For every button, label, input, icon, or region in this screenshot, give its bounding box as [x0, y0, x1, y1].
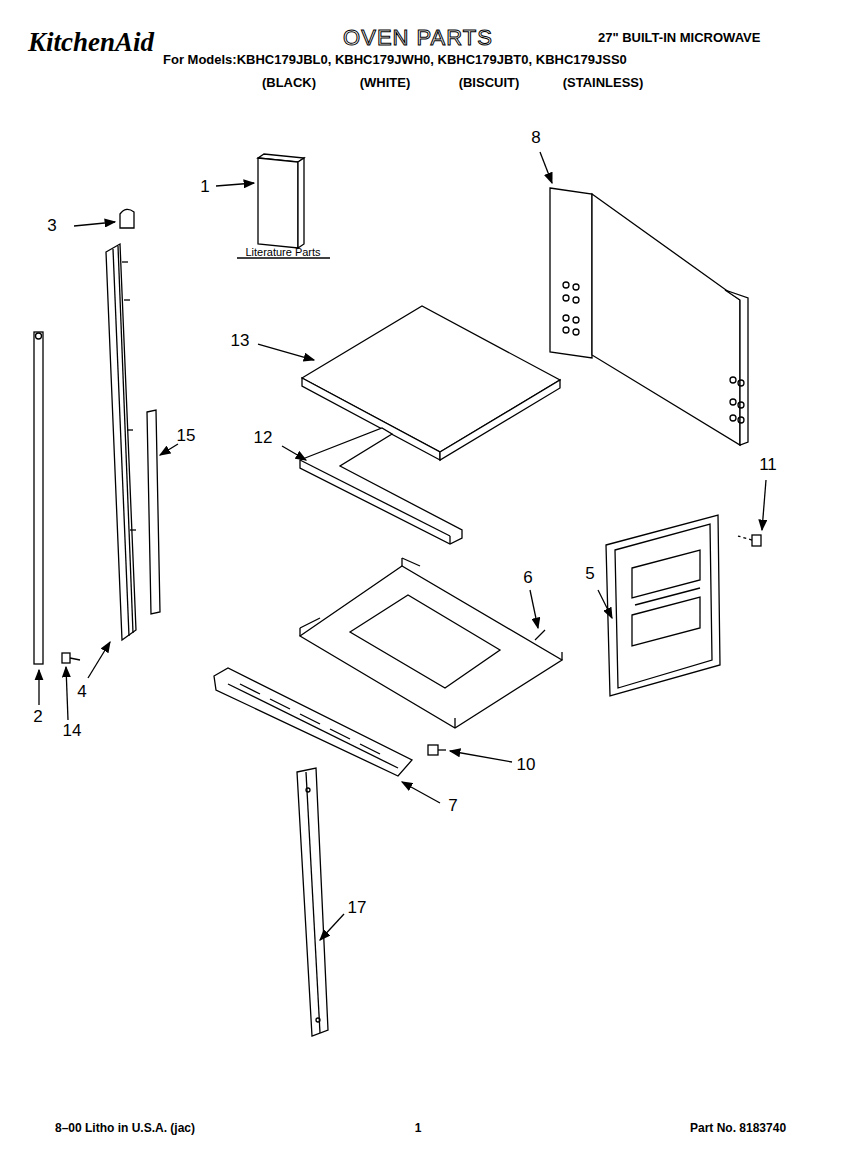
leader-line	[216, 183, 254, 186]
screw	[62, 653, 80, 663]
leader-line	[598, 590, 612, 618]
callout-number: 7	[448, 797, 457, 816]
frame-insulation	[300, 428, 462, 544]
leader-line	[540, 152, 552, 183]
callout-number: 5	[585, 565, 594, 584]
model-list: For Models:KBHC179JBL0, KBHC179JWH0, KBH…	[163, 53, 627, 67]
literature-label: Literature Parts	[245, 246, 320, 258]
trim-strip	[147, 410, 160, 614]
leader-line	[66, 667, 68, 720]
side-trim-channel	[106, 244, 136, 640]
leader-line	[258, 344, 314, 360]
insulation-slab	[302, 306, 560, 460]
rear-panel	[606, 515, 720, 696]
callout-number: 8	[531, 129, 540, 148]
leader-line	[282, 446, 306, 460]
callout-number: 12	[254, 429, 273, 448]
callout-number: 1	[200, 178, 209, 197]
model-color: (WHITE)	[360, 76, 411, 90]
callout-number: 14	[63, 722, 82, 741]
leader-line	[88, 642, 110, 678]
page-number: 1	[415, 1122, 422, 1135]
callout-number: 11	[759, 456, 777, 475]
product-type: 27" BUILT-IN MICROWAVE	[598, 31, 760, 45]
part-number: Part No. 8183740	[690, 1122, 786, 1135]
model-color: (BISCUIT)	[459, 76, 520, 90]
model-color: (STAINLESS)	[563, 76, 644, 90]
diagram-title: OVEN PARTS	[343, 26, 493, 50]
callout-number: 17	[348, 899, 367, 918]
callout-number: 4	[77, 683, 86, 702]
screw	[428, 745, 446, 755]
callout-number: 15	[177, 427, 196, 446]
literature-booklet	[258, 154, 304, 248]
leader-line	[320, 914, 344, 940]
bottom-tray	[300, 558, 562, 728]
leader-line	[160, 444, 178, 455]
side-panel	[550, 188, 748, 445]
trim-rod	[34, 332, 43, 664]
screw	[738, 535, 761, 546]
callout-number: 10	[517, 756, 536, 775]
vertical-trim	[297, 768, 328, 1036]
callout-number: 3	[47, 217, 56, 236]
cap	[120, 209, 134, 228]
leader-line	[450, 751, 512, 762]
leader-line	[402, 782, 440, 803]
model-color: (BLACK)	[262, 76, 316, 90]
callout-number: 6	[523, 569, 532, 588]
callout-number: 13	[231, 332, 250, 351]
leader-line	[530, 590, 538, 628]
front-vent-bar	[214, 668, 412, 776]
rod-end	[36, 333, 42, 339]
leader-line	[38, 670, 39, 705]
brand-logo: KitchenAid	[28, 28, 154, 58]
callout-number: 2	[33, 708, 42, 727]
leader-line	[762, 480, 766, 530]
leader-line	[74, 222, 115, 226]
print-note: 8–00 Litho in U.S.A. (jac)	[55, 1122, 195, 1135]
